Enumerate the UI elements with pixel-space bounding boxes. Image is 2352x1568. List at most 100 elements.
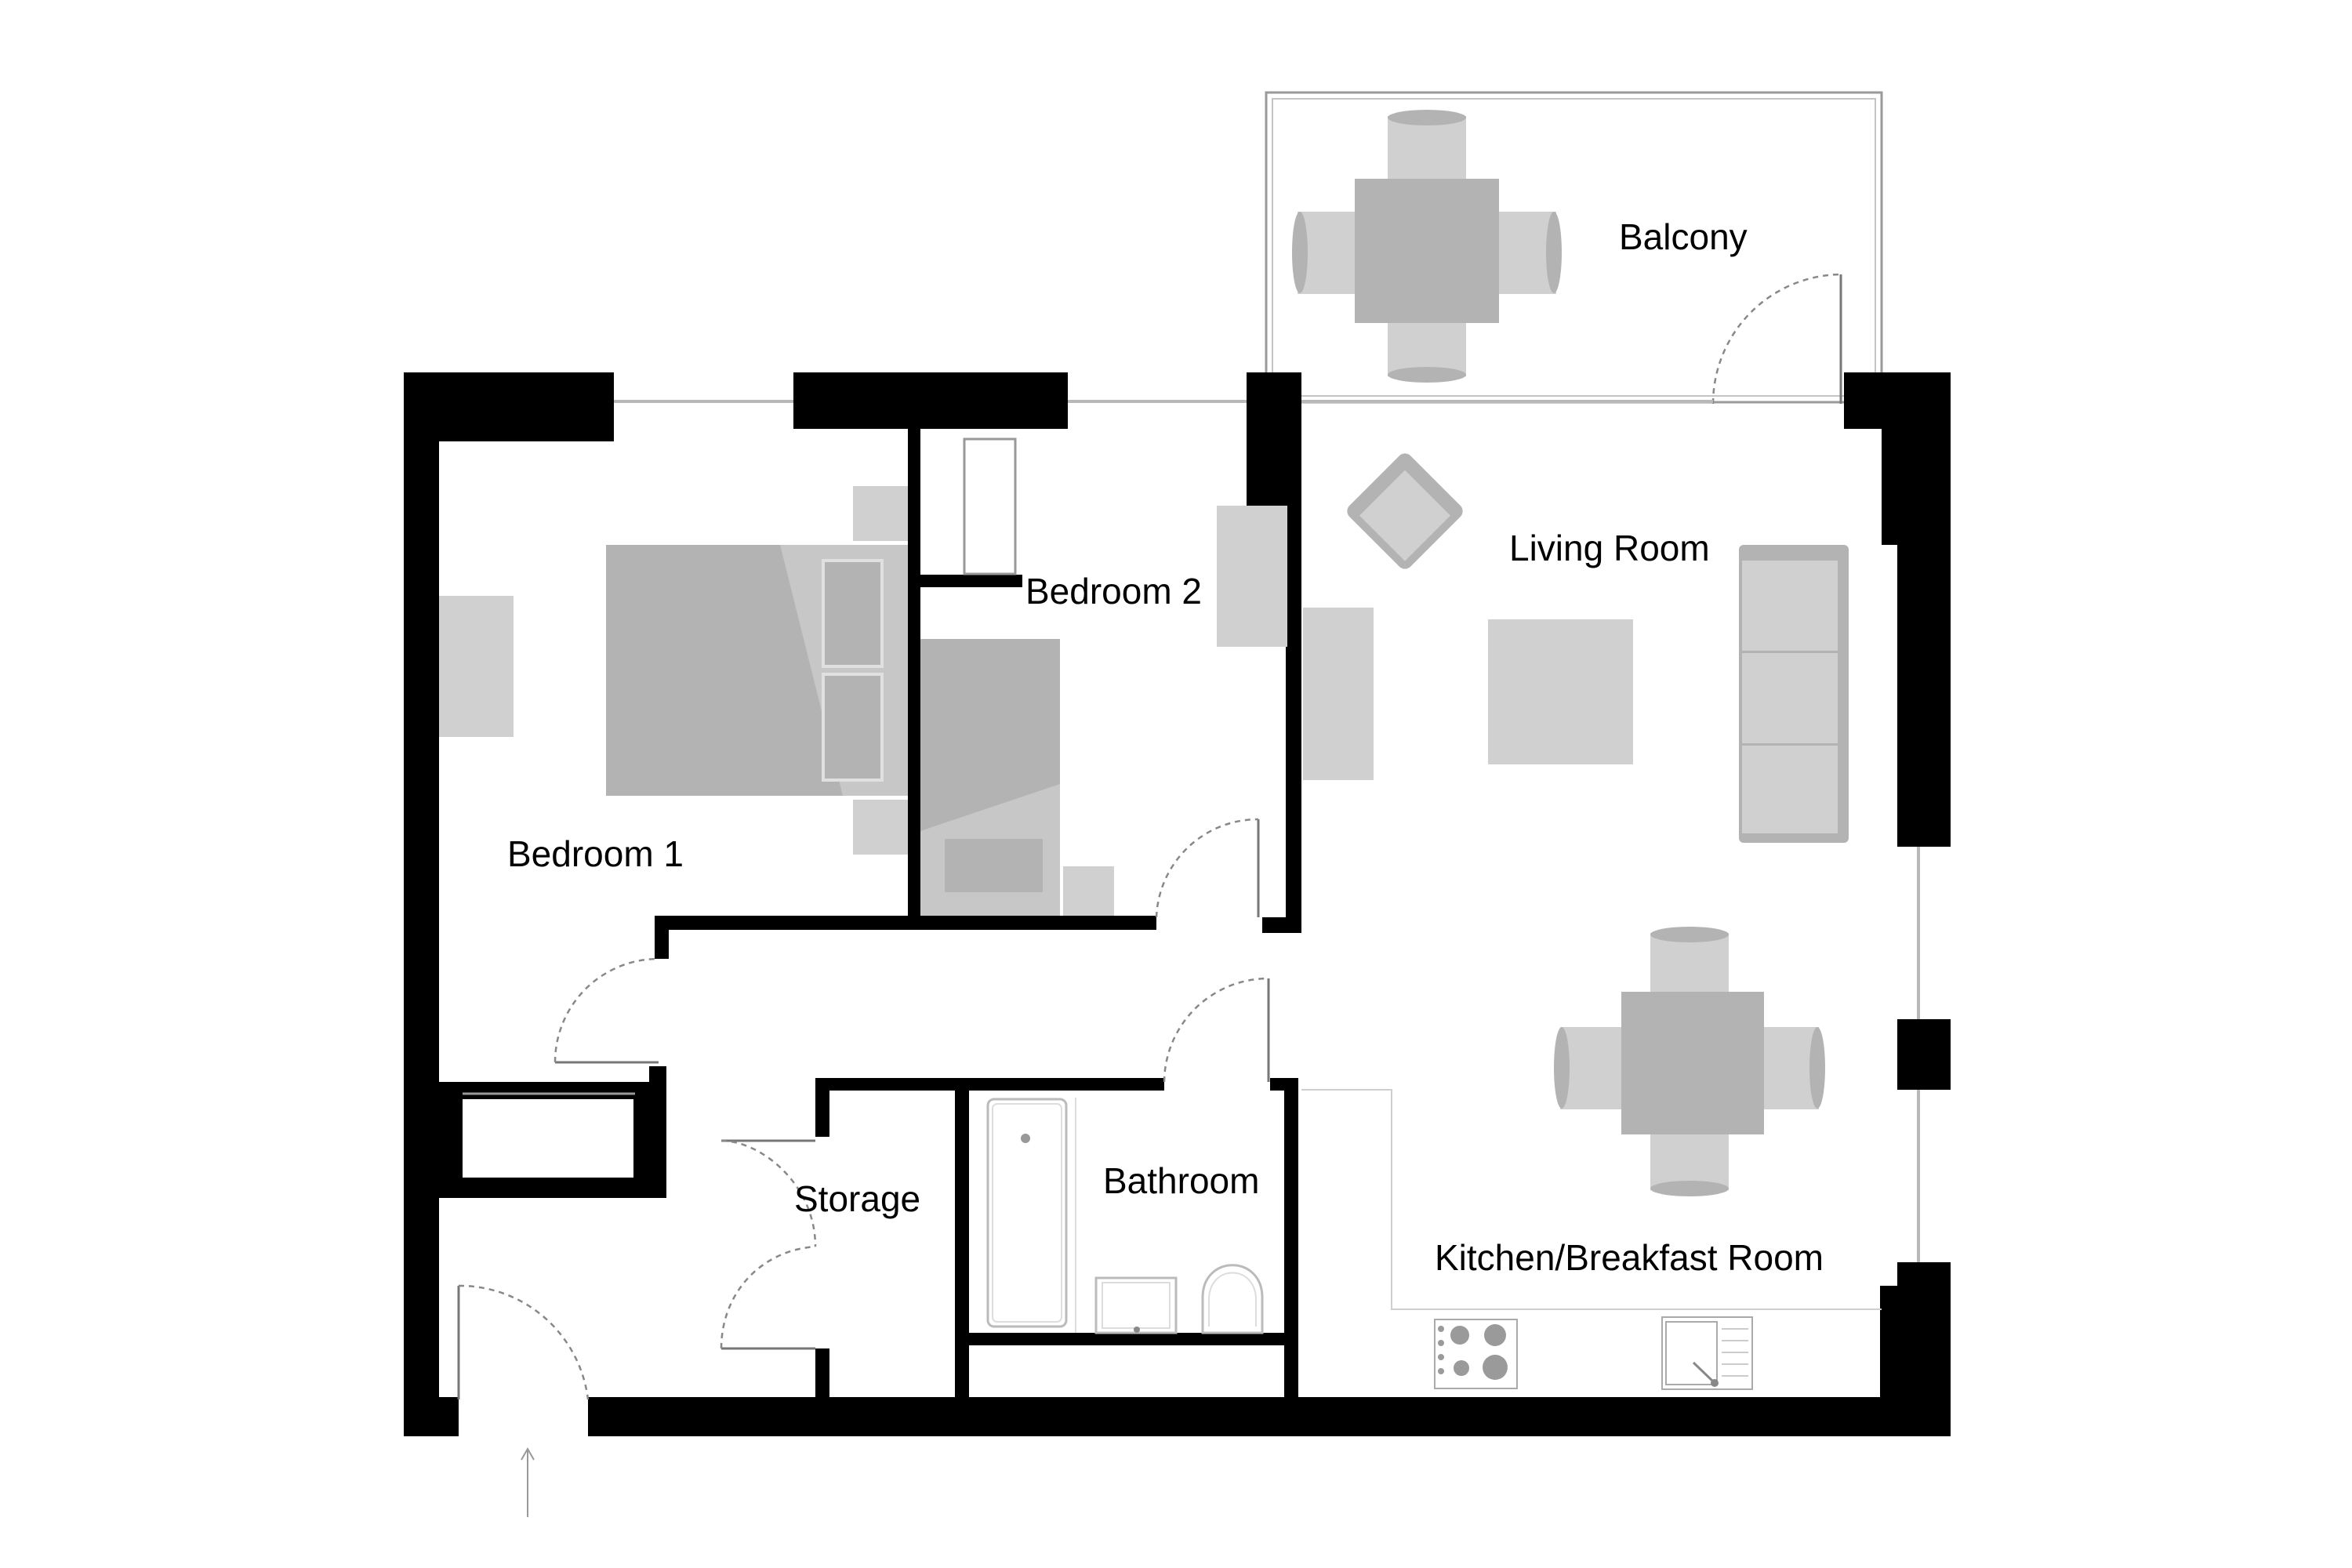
hob-knob	[1438, 1326, 1444, 1332]
chair	[1650, 933, 1729, 996]
toilet	[1201, 1264, 1264, 1334]
wall	[633, 1082, 666, 1192]
doors	[457, 818, 1270, 1400]
balcony-outline-inner	[1272, 98, 1876, 397]
living-room-furniture: Living Room	[1303, 453, 1849, 843]
hob-ring	[1450, 1326, 1469, 1345]
bedside-table	[853, 800, 908, 855]
door-swing	[1163, 977, 1269, 1083]
basin-icon	[1094, 1276, 1178, 1334]
chair	[1650, 1181, 1729, 1196]
wall	[655, 916, 669, 959]
bath-icon	[986, 1098, 1076, 1333]
door-swing	[458, 1284, 590, 1400]
sink	[1661, 1316, 1753, 1390]
tap-head	[1711, 1379, 1719, 1387]
room-label-bedroom-2: Bedroom 2	[1025, 571, 1202, 612]
room-label-bedroom-1: Bedroom 1	[507, 833, 684, 874]
wall	[588, 1397, 1951, 1436]
sink-basin	[1665, 1321, 1718, 1385]
dining-table	[1621, 992, 1764, 1134]
toilet-icon	[1201, 1264, 1264, 1334]
hob-knob	[1438, 1340, 1444, 1346]
wall	[439, 1178, 666, 1198]
bathroom-fixtures: Bathroom	[986, 1098, 1264, 1334]
wall	[969, 1333, 1298, 1345]
armchair-seat	[1359, 470, 1450, 561]
wall	[404, 372, 439, 1436]
balcony-door-swing	[1711, 273, 1842, 405]
chair	[1560, 1027, 1623, 1109]
tap	[1692, 1361, 1715, 1383]
bathtub	[986, 1098, 1068, 1328]
wall	[439, 1082, 666, 1099]
chair	[1388, 314, 1466, 376]
armchair	[1347, 453, 1463, 569]
door-swing	[720, 1245, 816, 1349]
wardrobe-door	[963, 437, 1017, 575]
side-table	[1303, 608, 1374, 780]
wall	[1897, 372, 1951, 847]
wall	[815, 1078, 1164, 1091]
toilet-seat	[1208, 1272, 1257, 1327]
room-label-balcony: Balcony	[1619, 216, 1748, 257]
sink-icon	[1661, 1316, 1753, 1390]
chair	[1650, 1129, 1729, 1190]
room-label-kitchen: Kitchen/Breakfast Room	[1435, 1237, 1824, 1278]
chair	[1388, 110, 1466, 125]
bedside-table	[1063, 866, 1114, 916]
chair	[1756, 1027, 1819, 1109]
basin-tap	[1134, 1327, 1140, 1333]
basin-inner	[1102, 1282, 1171, 1329]
walls	[404, 372, 1951, 1436]
wall	[920, 575, 1022, 587]
kitchen-counter: Kitchen/Breakfast Room	[1301, 1089, 1882, 1390]
hob	[1434, 1319, 1518, 1389]
chair	[1809, 1027, 1825, 1109]
door-swing	[1155, 818, 1259, 918]
balcony-dining-set	[1292, 110, 1562, 383]
hob-ring	[1454, 1360, 1469, 1376]
wall	[1262, 917, 1301, 933]
wall	[404, 372, 614, 441]
bathtub-inner	[992, 1103, 1062, 1323]
pillow	[945, 839, 1043, 892]
hob-knob	[1438, 1368, 1444, 1374]
dining-table	[1355, 179, 1499, 323]
chair	[1494, 212, 1556, 294]
pillow	[822, 673, 884, 782]
dresser	[439, 596, 514, 737]
basin	[1094, 1276, 1178, 1334]
chair	[1650, 927, 1729, 942]
wall	[404, 1397, 459, 1436]
room-label-living-room: Living Room	[1509, 528, 1710, 568]
hob-ring	[1483, 1355, 1508, 1380]
chair	[1388, 367, 1466, 383]
bedroom-1-furniture	[439, 486, 908, 855]
balcony: Balcony	[1265, 91, 1883, 405]
room-label-bathroom: Bathroom	[1103, 1160, 1259, 1201]
wall	[1270, 1078, 1298, 1091]
bedroom-2-furniture	[920, 506, 1287, 916]
counter-outline	[1301, 1089, 1882, 1310]
wall	[1284, 1078, 1298, 1399]
wall	[908, 427, 920, 921]
sofa-cushion	[1742, 746, 1838, 833]
desk	[1217, 506, 1287, 647]
bath-drain	[1021, 1134, 1030, 1143]
sofa-cushion	[1742, 653, 1838, 743]
kitchen-dining-set	[1554, 927, 1825, 1196]
wall	[815, 1078, 829, 1137]
chair	[1546, 212, 1562, 293]
wall	[1286, 372, 1301, 933]
coffee-table	[1488, 619, 1633, 764]
hob-knob	[1438, 1354, 1444, 1360]
hob-icon	[1434, 1319, 1518, 1389]
entrance-arrow-icon	[521, 1446, 535, 1517]
wall	[955, 1086, 969, 1399]
wall	[439, 1082, 463, 1192]
wall	[793, 372, 1068, 429]
door-swing	[720, 1139, 817, 1247]
chair	[1292, 212, 1308, 293]
